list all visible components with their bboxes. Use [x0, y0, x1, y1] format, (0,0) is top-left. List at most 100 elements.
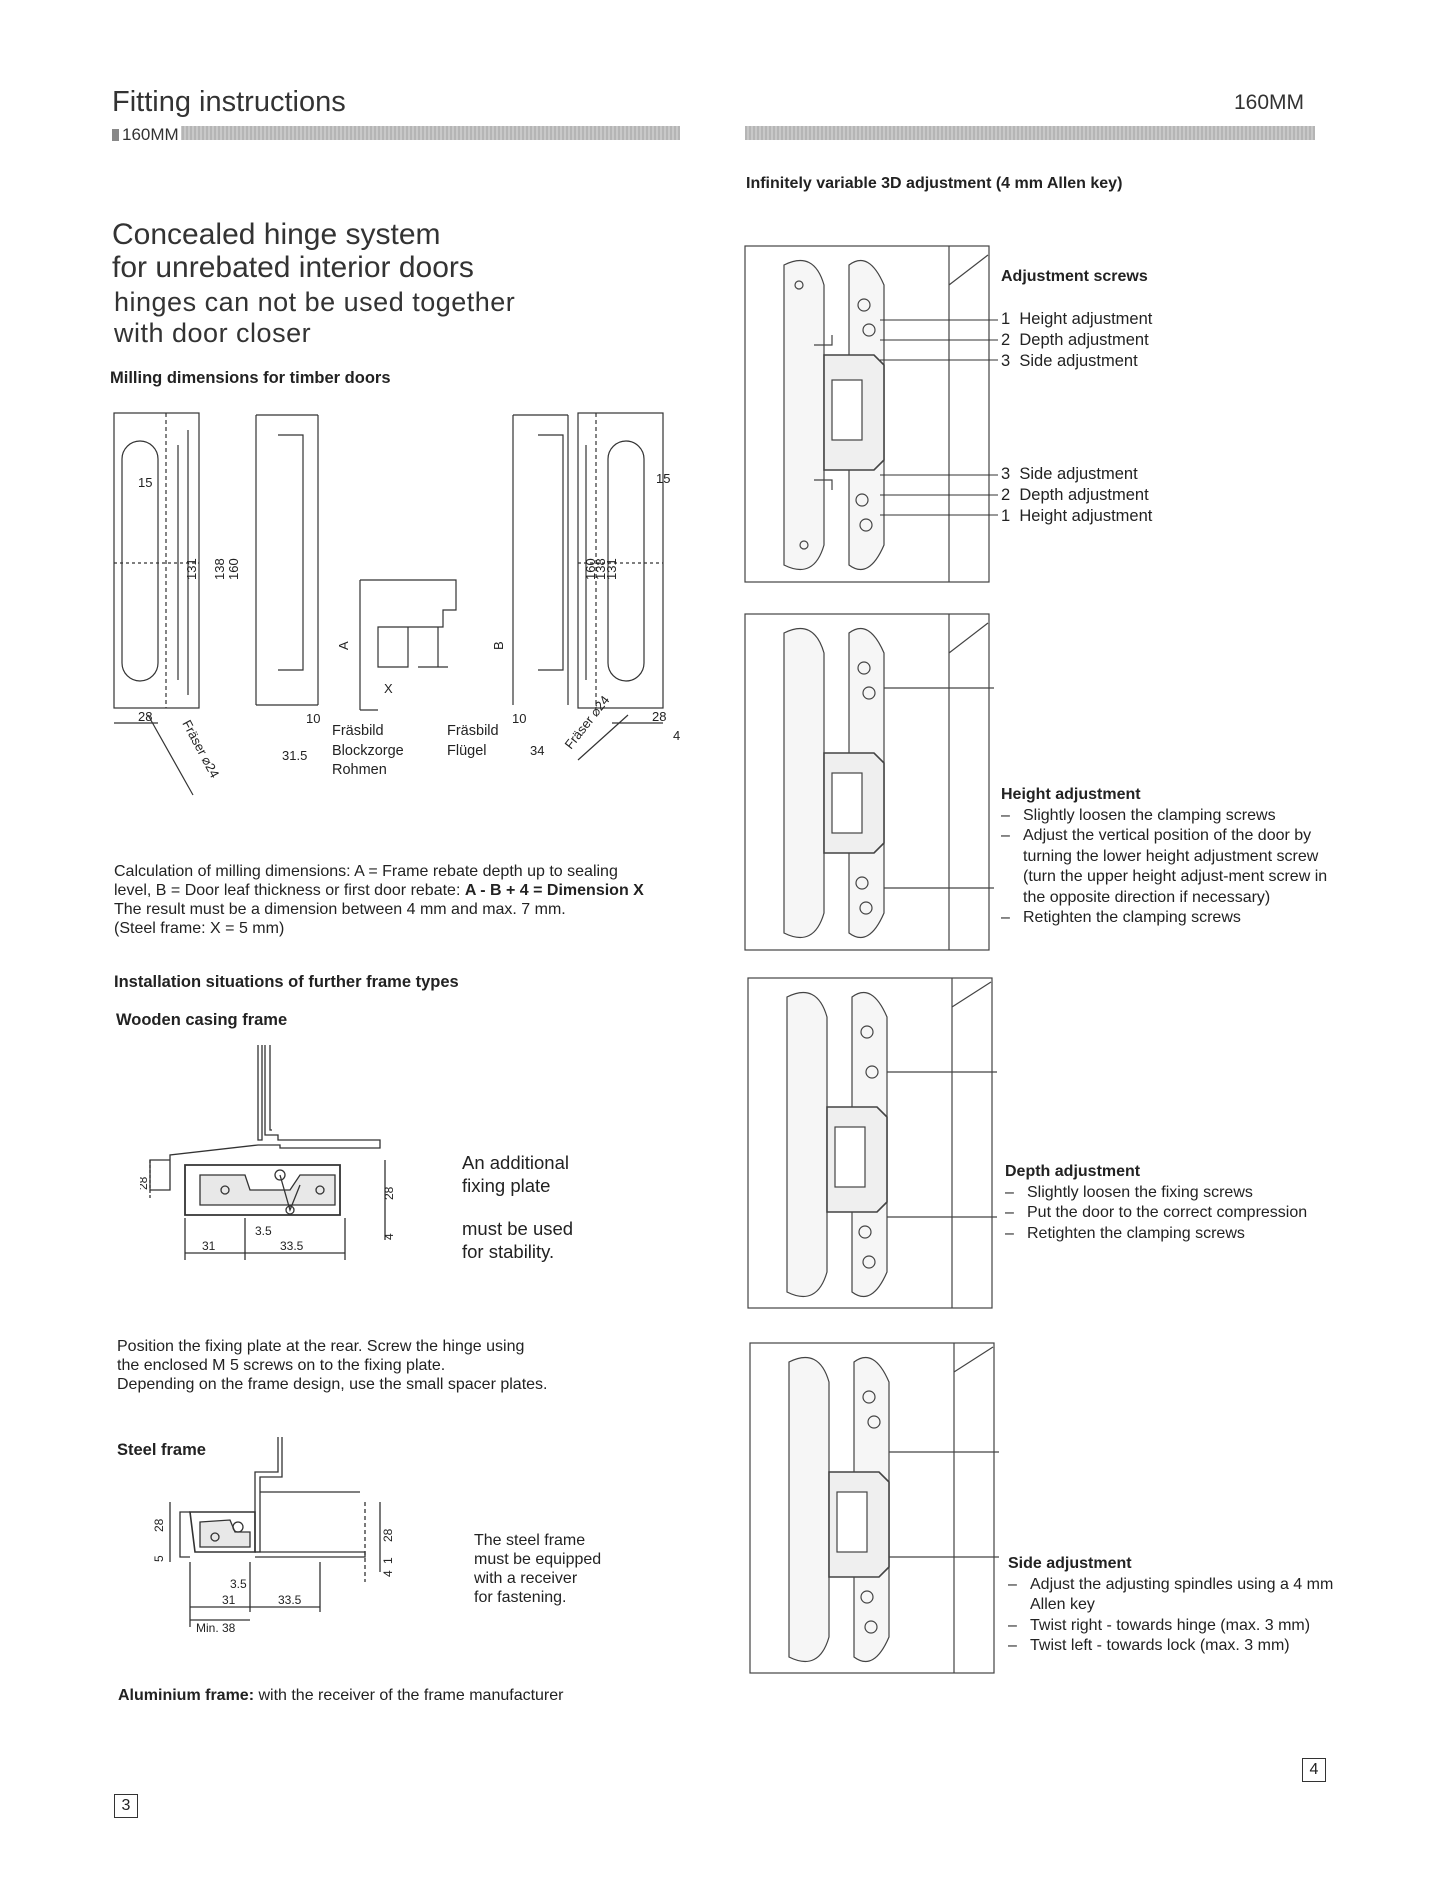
screw-num: 2 [1001, 331, 1011, 349]
side-adjustment-title: Side adjustment [1008, 1555, 1132, 1572]
steel-frame-diagram: 28 5 28 1 4 3.5 31 33.5 Min. 38 [152, 1437, 395, 1635]
screw-leader-lines [880, 319, 998, 516]
steel-dim-1: 1 [381, 1557, 395, 1564]
dim-31-5: 31.5 [282, 748, 307, 763]
list-item: Twist right - towards hinge (max. 3 mm) [1008, 1616, 1343, 1637]
milling-slot-left [121, 440, 159, 682]
height-adjustment-block: Height adjustment Slightly loosen the cl… [1001, 785, 1341, 929]
calc-formula: A - B + 4 = Dimension X [464, 882, 644, 899]
bar-label-text: 160MM [122, 125, 179, 144]
screw-num: 1 [1001, 310, 1011, 328]
dim-160-right: 160 [583, 558, 598, 580]
dim-131-right: 131 [604, 558, 619, 580]
dim-28-right: 28 [652, 709, 666, 724]
frasbild-label-1: Fräsbild [332, 723, 384, 739]
screw-item-top-2: 2 Depth adjustment [1001, 330, 1152, 351]
dim-10-right: 10 [512, 711, 526, 726]
wood-dim-3-5: 3.5 [255, 1224, 272, 1238]
hinge-diagram-1 [744, 245, 990, 583]
screw-num: 1 [1001, 507, 1011, 525]
steel-dim-5: 5 [152, 1555, 166, 1562]
section-subheading: hinges can not be used together with doo… [114, 287, 515, 349]
list-item: Twist left - towards lock (max. 3 mm) [1008, 1636, 1343, 1657]
screw-num: 3 [1001, 465, 1011, 483]
list-item: Retighten the clamping screws [1005, 1224, 1345, 1245]
install-title: Installation situations of further frame… [114, 973, 459, 991]
height-adjustment-title: Height adjustment [1001, 786, 1141, 803]
screw-label: Depth adjustment [1019, 331, 1149, 349]
screws-top-list: 1 Height adjustment 2 Depth adjustment 3… [1001, 309, 1152, 372]
dim-131-left: 131 [184, 558, 199, 580]
screw-label: Side adjustment [1019, 465, 1138, 483]
steel-note-line-2: must be equipped [474, 1551, 602, 1568]
fraser-label-left: Fräser ⌀24 [179, 717, 222, 780]
list-item: Put the door to the correct compression [1005, 1203, 1345, 1224]
hinge-diagram-2 [744, 613, 994, 951]
wood-dim-28-left: 28 [140, 1176, 150, 1190]
dim-x: X [384, 681, 393, 696]
milling-slot-right [607, 440, 645, 682]
screw-item-bottom-3: 1 Height adjustment [1001, 506, 1152, 527]
position-line-3: Depending on the frame design, use the s… [117, 1376, 548, 1393]
aluminium-text: with the receiver of the frame manufactu… [254, 1687, 564, 1704]
screw-item-bottom-1: 3 Side adjustment [1001, 464, 1152, 485]
screws-title: Adjustment screws [1001, 268, 1148, 285]
frasbild-label-2: Fräsbild [447, 723, 499, 739]
dim-34: 34 [530, 743, 544, 758]
screw-item-top-3: 3 Side adjustment [1001, 351, 1152, 372]
dim-10-left: 10 [306, 711, 320, 726]
screw-label: Depth adjustment [1019, 486, 1149, 504]
screws-bottom-list: 3 Side adjustment 2 Depth adjustment 1 H… [1001, 464, 1152, 527]
hinge-diagram-4 [749, 1342, 999, 1674]
position-line-1: Position the fixing plate at the rear. S… [117, 1338, 525, 1355]
rohmen-label: Rohmen [332, 762, 387, 778]
list-item: Slightly loosen the clamping screws [1001, 806, 1341, 827]
list-item: Adjust the adjusting spindles using a 4 … [1008, 1575, 1343, 1616]
subheading-line-1: hinges can not be used together [114, 287, 516, 317]
page-number-left: 3 [114, 1794, 138, 1818]
steel-note-line-3: with a receiver [474, 1570, 578, 1587]
wooden-frame-title: Wooden casing frame [116, 1011, 288, 1029]
heading-line-2: for unrebated interior doors [112, 251, 474, 284]
left-header-bar [110, 126, 680, 140]
milling-title: Milling dimensions for timber doors [110, 369, 391, 387]
milling-diagram: 15 15 28 28 10 10 31.5 34 4 A B X 131 13… [113, 412, 680, 796]
steel-note-line-1: The steel frame [474, 1532, 586, 1549]
flugel-label: Flügel [447, 743, 487, 759]
screw-label: Side adjustment [1019, 352, 1138, 370]
steel-dim-min-38: Min. 38 [196, 1621, 236, 1635]
subheading-line-2: with door closer [114, 318, 312, 348]
dim-160-left: 160 [226, 558, 241, 580]
dim-138-left: 138 [212, 558, 227, 580]
dim-15-left: 15 [138, 475, 152, 490]
steel-dim-33-5: 33.5 [278, 1593, 302, 1607]
steel-dim-4: 4 [381, 1570, 395, 1577]
wood-dim-31: 31 [202, 1239, 216, 1253]
dim-138-right: 138 [593, 558, 608, 580]
blockzorge-label: Blockzorge [332, 743, 404, 759]
adjustment-title: Infinitely variable 3D adjustment (4 mm … [746, 175, 1123, 192]
screw-num: 3 [1001, 352, 1011, 370]
wooden-note-line-4: for stability. [462, 1241, 555, 1262]
page-number-right: 4 [1302, 1758, 1326, 1782]
steel-note: The steel frame must be equipped with a … [474, 1531, 601, 1607]
steel-dim-3-5: 3.5 [230, 1577, 247, 1591]
screw-label: Height adjustment [1019, 310, 1153, 328]
dim-15-right: 15 [656, 471, 670, 486]
height-adjustment-list: Slightly loosen the clamping screws Adju… [1001, 806, 1341, 929]
header-bar-label: 160MM [110, 125, 181, 145]
dim-4: 4 [673, 728, 680, 743]
dim-28-left: 28 [138, 709, 152, 724]
page-title: Fitting instructions [112, 86, 346, 118]
calc-line-3: The result must be a dimension between 4… [114, 901, 566, 918]
steel-dim-28-right: 28 [381, 1528, 395, 1542]
depth-adjustment-list: Slightly loosen the fixing screws Put th… [1005, 1183, 1345, 1245]
wooden-note-line-3: must be used [462, 1218, 574, 1239]
milling-plan-left-outline [113, 412, 200, 709]
calc-line-2-text: level, B = Door leaf thickness or first … [114, 882, 465, 899]
calc-line-1: Calculation of milling dimensions: A = F… [114, 863, 618, 880]
wooden-note: An additional fixing plate must be used … [462, 1151, 573, 1263]
position-line-2: the enclosed M 5 screws on to the fixing… [117, 1357, 446, 1374]
screw-num: 2 [1001, 486, 1011, 504]
screw-item-top-1: 1 Height adjustment [1001, 309, 1152, 330]
